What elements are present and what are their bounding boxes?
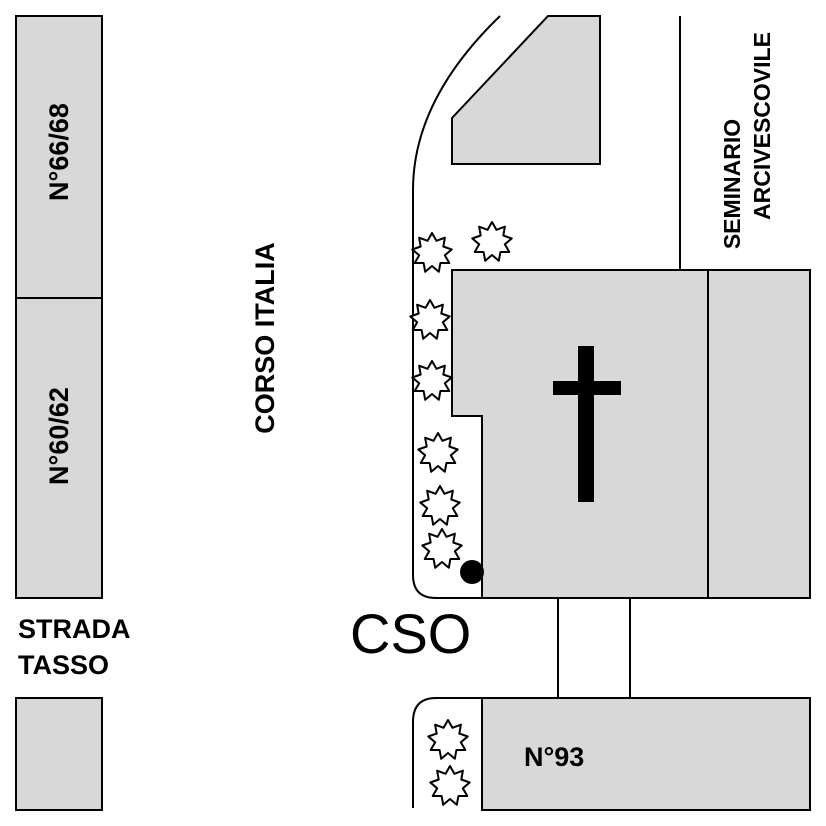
tree-icon	[427, 719, 469, 760]
label-tasso: TASSO	[18, 650, 109, 680]
sidewalk-edge-top	[412, 15, 501, 575]
tree-icon	[411, 360, 453, 401]
label-building-93: N°93	[524, 742, 584, 772]
tree-icon	[419, 485, 461, 526]
tree-icon	[421, 528, 463, 569]
building-60-62[interactable]	[15, 297, 103, 599]
building-bottom-left[interactable]	[15, 697, 103, 811]
building-triangle-top[interactable]	[451, 15, 601, 165]
label-cso: CSO	[350, 602, 471, 665]
tree-icon	[429, 765, 471, 806]
tree-icon	[471, 221, 513, 262]
left-buildings	[15, 15, 103, 811]
label-strada: STRADA	[18, 614, 131, 644]
building-93[interactable]	[481, 697, 811, 811]
tree-icon	[411, 232, 453, 273]
building-right-seminario[interactable]	[707, 269, 811, 599]
tree-group	[409, 221, 513, 806]
label-arcivescovile: ARCIVESCOVILE	[749, 32, 775, 220]
sidewalk-corner-lower	[412, 697, 482, 808]
passage	[557, 597, 631, 699]
tree-icon	[417, 432, 459, 473]
label-seminario: SEMINARIO	[719, 119, 745, 249]
tree-icon	[409, 299, 451, 340]
building-66-68[interactable]	[15, 15, 103, 299]
location-dot-icon[interactable]	[460, 560, 484, 584]
label-corso-italia: CORSO ITALIA	[250, 242, 280, 434]
label-building-66-68: N°66/68	[44, 103, 74, 201]
latin-cross-icon	[553, 346, 621, 502]
sidewalk-corner-bottom	[412, 574, 482, 599]
label-building-60-62: N°60/62	[44, 387, 74, 485]
